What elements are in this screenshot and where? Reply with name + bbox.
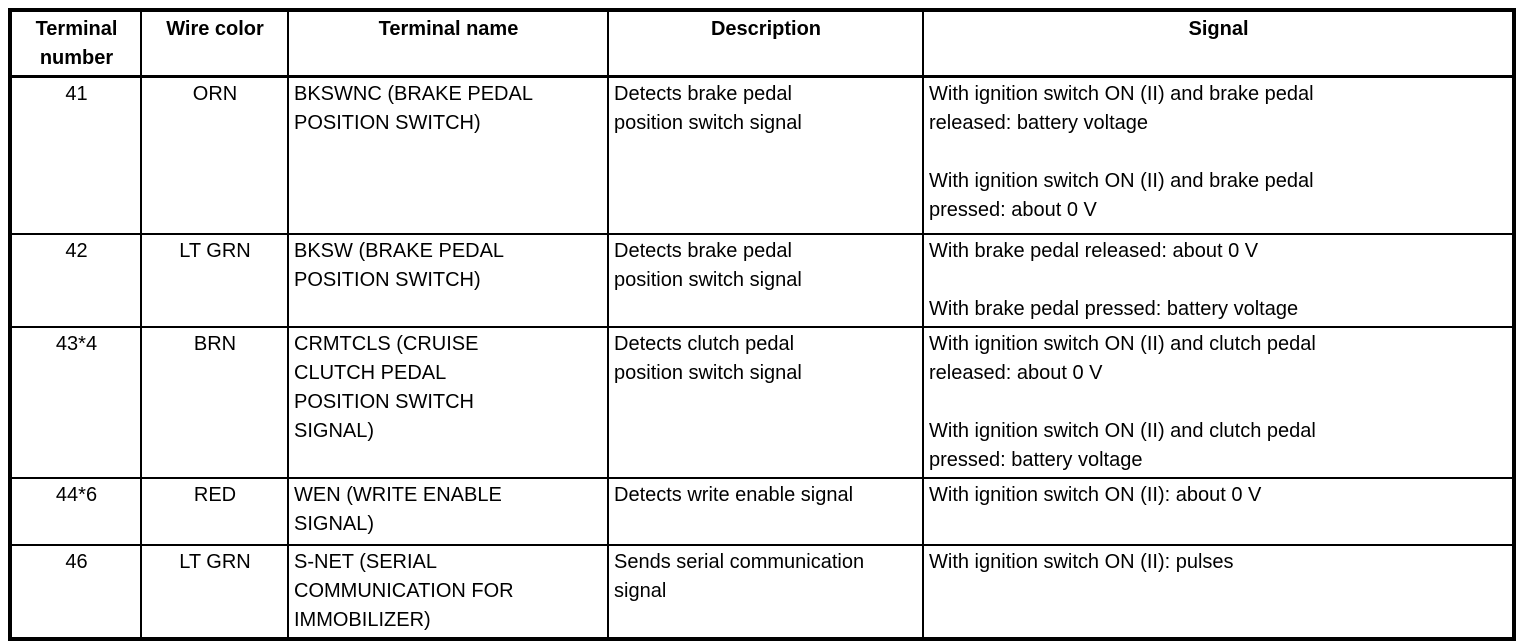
terminal-name-cell: BKSW (BRAKE PEDAL POSITION SWITCH) <box>287 232 609 328</box>
signal-cell: With ignition switch ON (II) and brake p… <box>922 75 1515 235</box>
header-description: Description <box>607 9 924 78</box>
description-cell: Detects clutch pedal position switch sig… <box>607 325 924 479</box>
terminal-number-cell: 43*4 <box>9 325 142 479</box>
wire-color-cell: LT GRN <box>140 543 289 640</box>
wire-color-cell: ORN <box>140 75 289 235</box>
header-signal: Signal <box>922 9 1515 78</box>
description-cell: Detects brake pedal position switch sign… <box>607 75 924 235</box>
header-row: Terminal number Wire color Terminal name… <box>9 9 1515 78</box>
wire-color-cell: LT GRN <box>140 232 289 328</box>
description-cell: Detects write enable signal <box>607 476 924 546</box>
terminal-name-cell: CRMTCLS (CRUISE CLUTCH PEDAL POSITION SW… <box>287 325 609 479</box>
wire-color-cell: BRN <box>140 325 289 479</box>
terminal-name-cell: WEN (WRITE ENABLE SIGNAL) <box>287 476 609 546</box>
terminal-name-cell: BKSWNC (BRAKE PEDAL POSITION SWITCH) <box>287 75 609 235</box>
header-terminal-number: Terminal number <box>9 9 142 78</box>
description-cell: Sends serial communication signal <box>607 543 924 640</box>
signal-cell: With ignition switch ON (II): pulses <box>922 543 1515 640</box>
signal-cell: With brake pedal released: about 0 V Wit… <box>922 232 1515 328</box>
terminal-number-cell: 46 <box>9 543 142 640</box>
terminal-number-cell: 44*6 <box>9 476 142 546</box>
signal-cell: With ignition switch ON (II) and clutch … <box>922 325 1515 479</box>
terminal-function-table: Terminal number Wire color Terminal name… <box>8 8 1516 641</box>
terminal-name-cell: S-NET (SERIAL COMMUNICATION FOR IMMOBILI… <box>287 543 609 640</box>
header-wire-color: Wire color <box>140 9 289 78</box>
terminal-number-cell: 42 <box>9 232 142 328</box>
wire-color-cell: RED <box>140 476 289 546</box>
signal-cell: With ignition switch ON (II): about 0 V <box>922 476 1515 546</box>
header-terminal-name: Terminal name <box>287 9 609 78</box>
terminal-number-cell: 41 <box>9 75 142 235</box>
description-cell: Detects brake pedal position switch sign… <box>607 232 924 328</box>
